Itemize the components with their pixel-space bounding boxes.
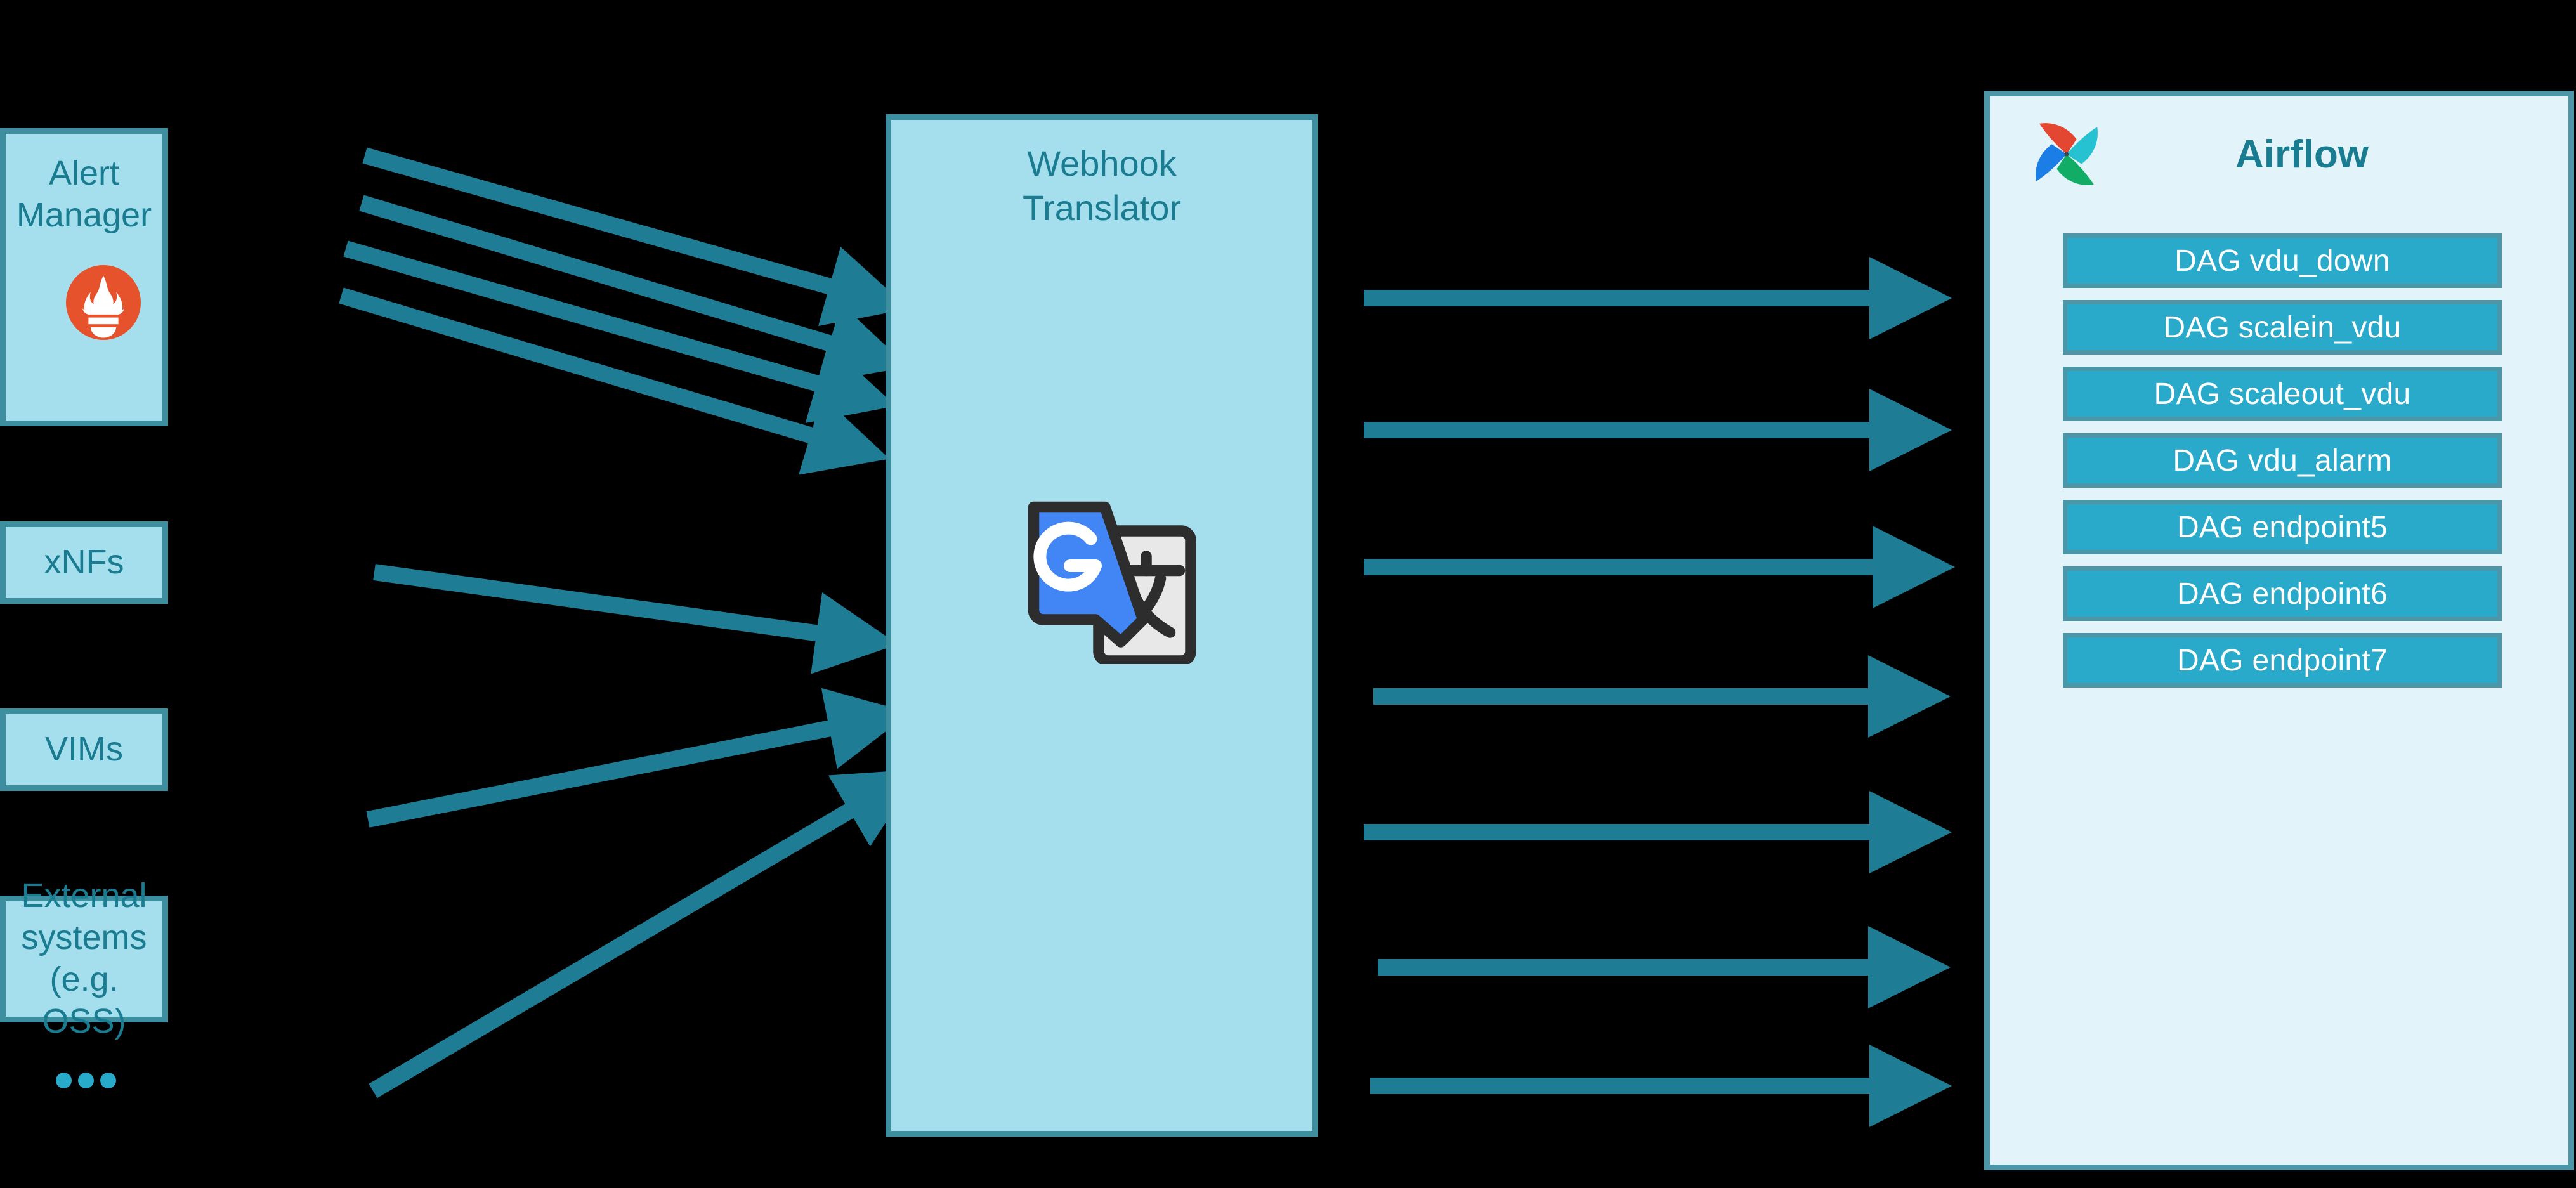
webhook-translator-title-line2: Translator xyxy=(1022,188,1181,228)
dag-item-scalein-vdu[interactable]: DAG scalein_vdu xyxy=(2063,300,2502,355)
source-box-xnfs[interactable]: xNFs xyxy=(0,521,168,604)
airflow-header: Airflow xyxy=(2014,110,2553,199)
dag-label: DAG vdu_alarm xyxy=(2173,443,2392,478)
dag-label: DAG endpoint5 xyxy=(2176,510,2388,544)
dag-item-endpoint6[interactable]: DAG endpoint6 xyxy=(2063,566,2502,621)
source-box-external-systems[interactable]: External systems (e.g. OSS) xyxy=(0,877,168,1040)
source-label-vims: VIMs xyxy=(44,730,123,769)
arrow-alert-manager-to-translator xyxy=(339,147,909,475)
ellipsis-dot xyxy=(78,1072,94,1088)
arrow-translator-to-airflow xyxy=(1364,257,1955,1127)
source-box-vims[interactable]: VIMs xyxy=(0,708,168,791)
dag-label: DAG endpoint7 xyxy=(2176,643,2388,677)
dag-label: DAG scalein_vdu xyxy=(2163,310,2402,344)
dag-item-endpoint5[interactable]: DAG endpoint5 xyxy=(2063,500,2502,554)
airflow-title: Airflow xyxy=(2235,132,2369,176)
arrow-vims-to-translator xyxy=(366,688,910,828)
dag-item-vdu-alarm[interactable]: DAG vdu_alarm xyxy=(2063,433,2502,488)
dag-label: DAG vdu_down xyxy=(2174,244,2390,278)
dag-item-endpoint7[interactable]: DAG endpoint7 xyxy=(2063,633,2502,688)
arrow-external-systems-to-translator xyxy=(369,769,920,1099)
webhook-translator-title-line1: Webhook xyxy=(1027,143,1177,183)
prometheus-icon xyxy=(66,265,141,340)
dag-label: DAG scaleout_vdu xyxy=(2154,377,2411,411)
ellipsis-indicator xyxy=(56,1072,116,1088)
source-label-xnfs: xNFs xyxy=(44,543,124,582)
source-label-external-systems-line1: External systems xyxy=(21,877,147,957)
arrow-xnfs-to-translator xyxy=(373,564,898,674)
source-label-external-systems-line2: (e.g. OSS) xyxy=(42,960,126,1040)
dag-list: DAG vdu_down DAG scalein_vdu DAG scaleou… xyxy=(2063,233,2502,700)
google-translate-icon xyxy=(1028,501,1196,664)
dag-label: DAG endpoint6 xyxy=(2176,577,2388,611)
source-label-alert-manager: Alert Manager xyxy=(16,154,152,234)
airflow-pinwheel-icon xyxy=(2036,123,2098,185)
ellipsis-dot xyxy=(100,1072,116,1088)
ellipsis-dot xyxy=(56,1072,72,1088)
dag-item-scaleout-vdu[interactable]: DAG scaleout_vdu xyxy=(2063,367,2502,421)
dag-item-vdu-down[interactable]: DAG vdu_down xyxy=(2063,233,2502,288)
